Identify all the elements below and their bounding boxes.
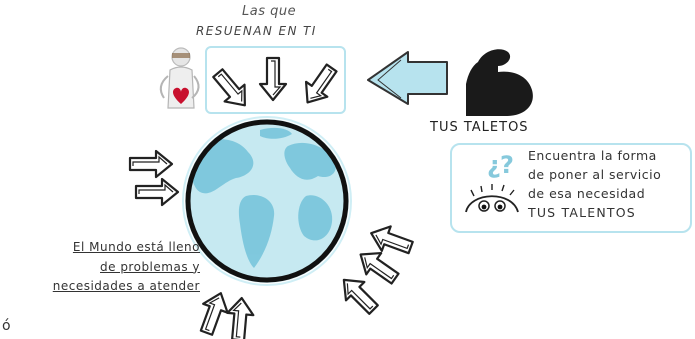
resonate-arrow-left [208, 65, 255, 114]
talents-label: TUS TALETOS [430, 120, 529, 135]
globe-arrow-left-2 [136, 179, 178, 205]
muscle-arm-icon [466, 49, 533, 116]
globe-arrow-left-1 [130, 151, 172, 177]
corner-mark: ó [2, 318, 11, 334]
find-line-4: TUS TALENTOS [528, 203, 688, 222]
thinking-face-icon [466, 184, 518, 212]
svg-text:?: ? [500, 151, 514, 179]
find-talents-text: Encuentra la forma de poner al servicio … [528, 146, 688, 222]
world-line-1: El Mundo está lleno [22, 238, 200, 258]
globe-icon [183, 117, 351, 285]
world-needs-text: El Mundo está lleno de problemas y neces… [22, 238, 200, 297]
find-line-1: Encuentra la forma [528, 146, 688, 165]
resonate-arrow-center [260, 58, 286, 100]
find-line-2: de poner al servicio [528, 165, 688, 184]
question-marks-icon: ? ? [487, 151, 514, 182]
world-line-3: necesidades a atender [22, 277, 200, 297]
svg-text:?: ? [487, 154, 501, 182]
globe-arrow-bottom-2 [225, 297, 255, 339]
globe-arrow-right-3 [335, 271, 383, 319]
resonate-arrow-right [297, 61, 342, 110]
person-heart-icon [161, 48, 199, 108]
world-line-2: de problemas y [22, 258, 200, 278]
talents-arrow [368, 52, 447, 104]
find-line-3: de esa necesidad [528, 184, 688, 203]
